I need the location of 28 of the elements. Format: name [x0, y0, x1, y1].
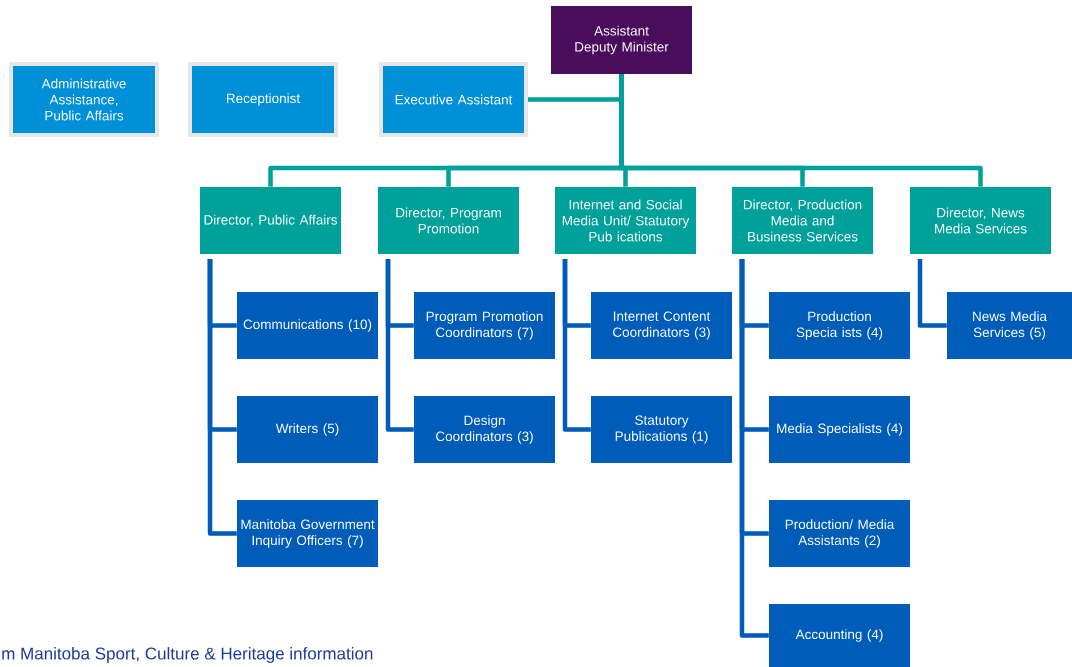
- unit-box: Media Specialists (4): [769, 396, 910, 463]
- unit-box: Writers (5): [237, 396, 378, 463]
- unit-box: Statutory Publications (1): [591, 396, 732, 463]
- connector-line: [207, 259, 237, 536]
- staff-box: Administrative Assistance, Public Affairs: [9, 62, 159, 137]
- unit-box: Manitoba Government Inquiry Officers (7): [237, 500, 378, 567]
- director-box: Director, News Media Services: [910, 187, 1051, 254]
- staff-box: Receptionist: [188, 62, 338, 137]
- executive-box: Assistant Deputy Minister: [551, 6, 692, 74]
- connector-line: [619, 74, 983, 187]
- connector-line: [917, 259, 947, 328]
- director-box: Internet and Social Media Unit/ Statutory Pub ications: [555, 187, 696, 254]
- staff-box: Executive Assistant: [379, 62, 528, 137]
- unit-box: Accounting (4): [769, 604, 910, 667]
- director-box: Director, Program Promotion: [378, 187, 519, 254]
- connector-line: [739, 259, 769, 638]
- source-note: m Manitoba Sport, Culture & Heritage information: [2, 647, 373, 663]
- unit-box: Production Specia ists (4): [769, 292, 910, 359]
- director-box: Director, Public Affairs: [200, 187, 341, 254]
- unit-box: Production/ Media Assistants (2): [769, 500, 910, 567]
- connector-line: [562, 259, 591, 432]
- unit-box: News Media Services (5): [947, 292, 1072, 359]
- unit-box: Design Coordinators (3): [414, 396, 555, 463]
- unit-box: Communications (10): [237, 292, 378, 359]
- connector-line: [385, 259, 414, 432]
- director-box: Director, Production Media and Business Services: [732, 187, 873, 254]
- unit-box: Internet Content Coordinators (3): [591, 292, 732, 359]
- unit-box: Program Promotion Coordinators (7): [414, 292, 555, 359]
